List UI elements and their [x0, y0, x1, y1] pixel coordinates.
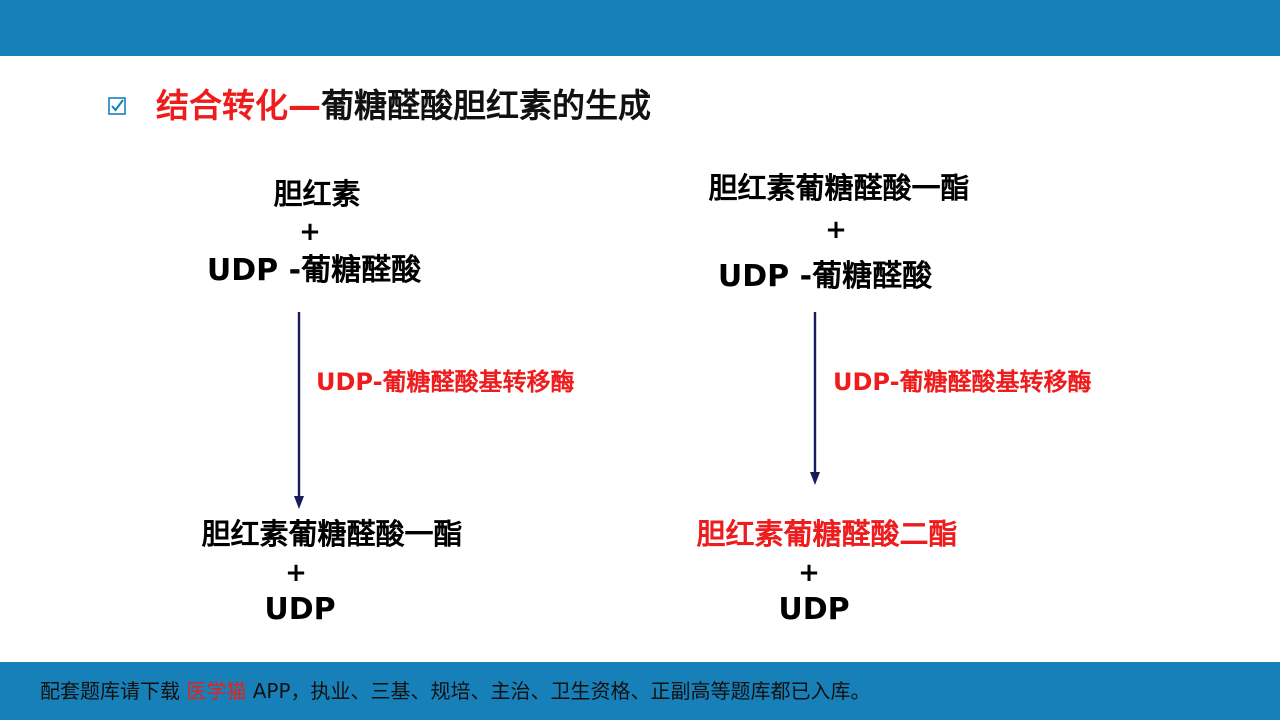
right-plus-top: +	[825, 215, 847, 245]
left-reaction-arrow	[294, 312, 304, 509]
right-reaction-arrow	[810, 312, 820, 485]
left-product-udp: UDP	[264, 592, 336, 627]
left-reactant-udp-glucuronic-acid: UDP -葡糖醛酸	[206, 253, 422, 288]
right-product-udp: UDP	[778, 592, 850, 627]
right-reactant-udp-glucuronic-acid: UDP -葡糖醛酸	[717, 259, 933, 294]
footer-note: 配套题库请下载 医学猫 APP，执业、三基、规培、主治、卫生资格、正副高等题库都…	[40, 678, 871, 704]
slide-title: 结合转化—葡糖醛酸胆红素的生成	[108, 84, 651, 128]
right-enzyme-label: UDP-葡糖醛酸基转移酶	[833, 368, 1092, 396]
left-plus-bottom: +	[285, 558, 307, 588]
left-reactant-bilirubin: 胆红素	[273, 177, 361, 211]
right-product-diglucuronide: 胆红素葡糖醛酸二酯	[696, 517, 958, 551]
footer-prefix: 配套题库请下载	[40, 679, 187, 703]
title-black-part: 葡糖醛酸胆红素的生成	[321, 86, 651, 125]
footer-brand: 医学猫	[186, 679, 247, 703]
left-product-monoglucuronide: 胆红素葡糖醛酸一酯	[201, 517, 463, 551]
right-reactant-monoglucuronide: 胆红素葡糖醛酸一酯	[708, 171, 970, 205]
left-enzyme-label: UDP-葡糖醛酸基转移酶	[316, 368, 575, 396]
footer-suffix: APP，执业、三基、规培、主治、卫生资格、正副高等题库都已入库。	[246, 679, 871, 703]
checkbox-checked-icon	[108, 97, 126, 115]
title-red-part: 结合转化—	[156, 86, 321, 125]
right-plus-bottom: +	[798, 558, 820, 588]
top-banner	[0, 0, 1280, 56]
left-plus-top: +	[299, 217, 321, 247]
bottom-banner	[0, 662, 1280, 720]
